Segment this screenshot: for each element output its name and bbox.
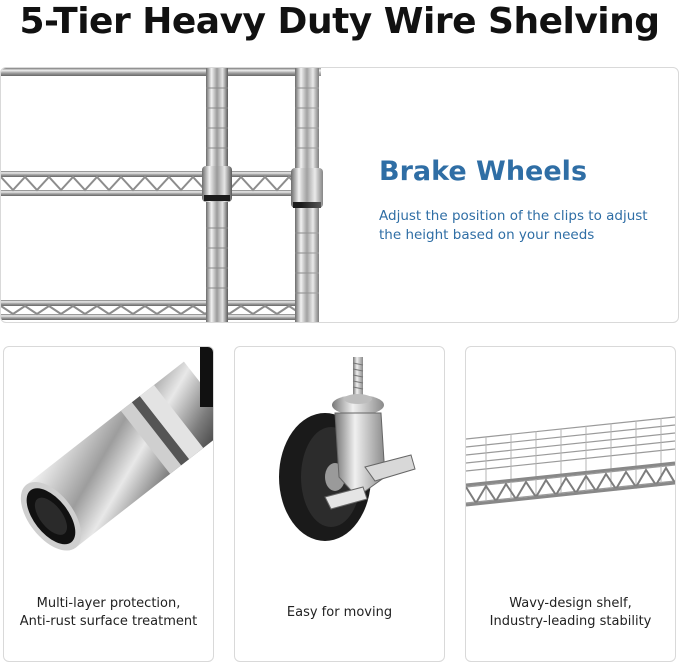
wire-shelf-image — [466, 416, 675, 507]
caption-line: Industry-leading stability — [489, 614, 652, 629]
card-caption: Multi-layer protection, Anti-rust surfac… — [4, 595, 213, 631]
caster-wheel-image — [279, 357, 416, 541]
feature-card-anti-rust: Multi-layer protection, Anti-rust surfac… — [3, 346, 214, 662]
caption-line: Easy for moving — [286, 605, 393, 620]
banner-heading: Brake Wheels — [379, 156, 588, 187]
caption-line: Multi-layer protection, — [36, 596, 181, 611]
banner-description-line: Adjust the position of the clips to adju… — [379, 208, 648, 224]
brake-wheels-banner: Brake Wheels Adjust the position of the … — [0, 67, 679, 323]
card-caption: Wavy-design shelf, Industry-leading stab… — [466, 595, 675, 631]
card-caption: Easy for moving — [235, 604, 444, 622]
shelf-post-closeup-image — [1, 68, 323, 322]
page-title: 5-Tier Heavy Duty Wire Shelving — [19, 1, 660, 42]
caption-line: Wavy-design shelf, — [509, 596, 632, 611]
tube-cross-section-image — [20, 347, 213, 551]
caption-line: Anti-rust surface treatment — [19, 614, 198, 629]
feature-card-wavy-shelf: Wavy-design shelf, Industry-leading stab… — [465, 346, 676, 662]
banner-description-line: the height based on your needs — [379, 227, 595, 243]
banner-description: Adjust the position of the clips to adju… — [379, 207, 669, 245]
banner-fade — [301, 68, 381, 322]
feature-card-wheels: Easy for moving — [234, 346, 445, 662]
